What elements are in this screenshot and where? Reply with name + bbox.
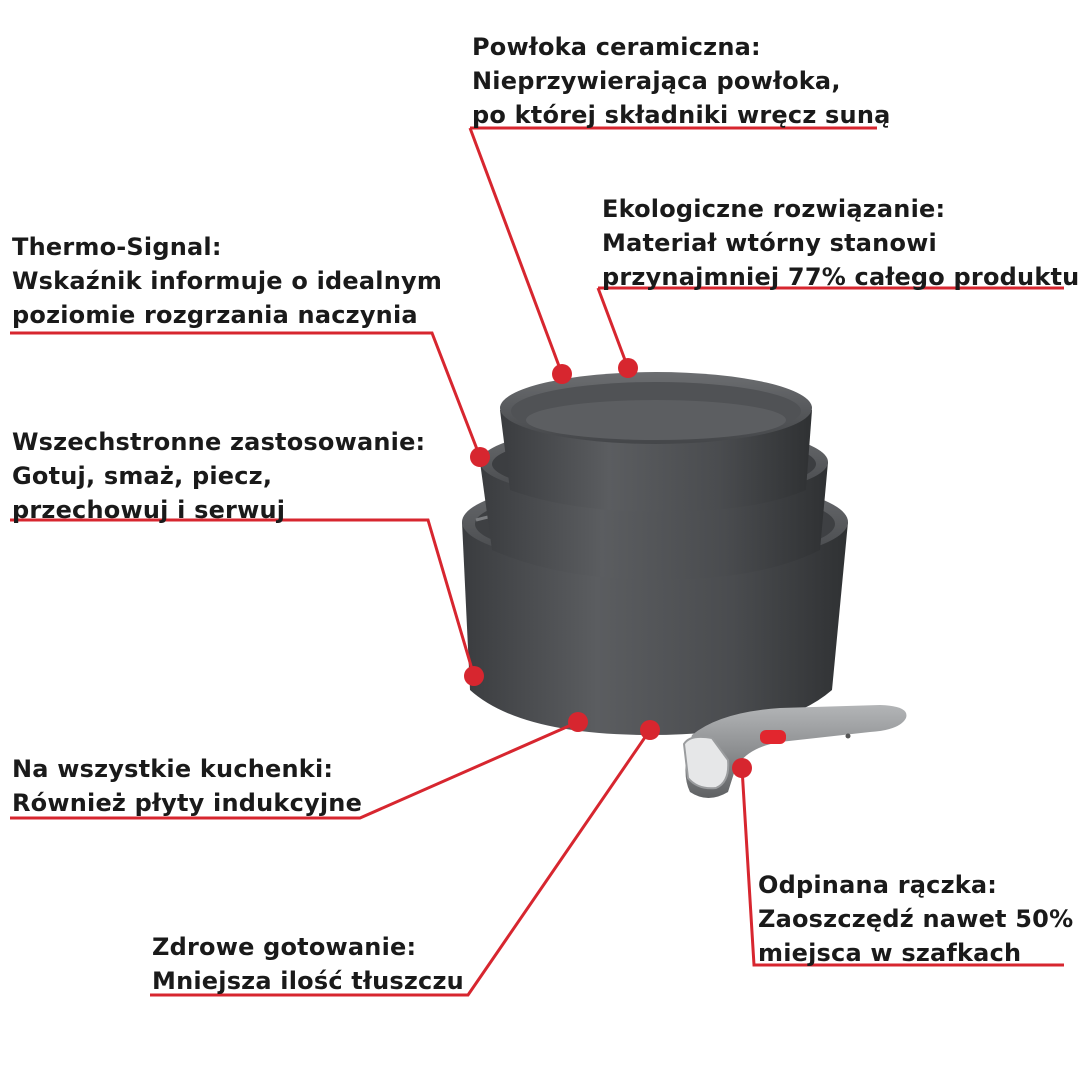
callout-eco-solution: Ekologiczne rozwiązanie: Materiał wtórny… bbox=[602, 192, 1079, 294]
callout-line: poziomie rozgrzania naczynia bbox=[12, 301, 418, 329]
callout-line: przechowuj i serwuj bbox=[12, 496, 286, 524]
callout-line: przynajmniej 77% całego produktu bbox=[602, 263, 1080, 291]
leader-lines bbox=[10, 126, 1064, 997]
callout-line: Mniejsza ilość tłuszczu bbox=[152, 967, 464, 995]
callout-title: Zdrowe gotowanie: bbox=[152, 933, 417, 961]
callout-line: Zaoszczędź nawet 50% bbox=[758, 905, 1074, 933]
callout-title: Thermo-Signal: bbox=[12, 233, 222, 261]
callout-ceramic-coating: Powłoka ceramiczna: Nieprzywierająca pow… bbox=[472, 30, 891, 132]
callout-line: Nieprzywierająca powłoka, bbox=[472, 67, 841, 95]
callout-line: Wskaźnik informuje o idealnym bbox=[12, 267, 443, 295]
callout-detachable-handle: Odpinana rączka: Zaoszczędź nawet 50% mi… bbox=[758, 868, 1073, 970]
callout-line: po której składniki wręcz suną bbox=[472, 101, 891, 129]
callout-line: miejsca w szafkach bbox=[758, 939, 1022, 967]
callout-thermo-signal: Thermo-Signal: Wskaźnik informuje o idea… bbox=[12, 230, 442, 332]
callout-versatile-use: Wszechstronne zastosowanie: Gotuj, smaż,… bbox=[12, 425, 425, 527]
callout-title: Odpinana rączka: bbox=[758, 871, 998, 899]
thermo-signal-indicator bbox=[760, 730, 786, 744]
leader-dots bbox=[464, 358, 752, 778]
callout-line: Materiał wtórny stanowi bbox=[602, 229, 937, 257]
small-saucepan bbox=[500, 372, 812, 512]
callout-line: Gotuj, smaż, piecz, bbox=[12, 462, 273, 490]
callout-title: Wszechstronne zastosowanie: bbox=[12, 428, 426, 456]
callout-line: Również płyty indukcyjne bbox=[12, 789, 363, 817]
callout-title: Na wszystkie kuchenki: bbox=[12, 755, 334, 783]
callout-title: Powłoka ceramiczna: bbox=[472, 33, 761, 61]
detachable-handle bbox=[682, 705, 907, 798]
callout-all-hobs: Na wszystkie kuchenki: Również płyty ind… bbox=[12, 752, 362, 820]
callout-title: Ekologiczne rozwiązanie: bbox=[602, 195, 946, 223]
callout-healthy-cooking: Zdrowe gotowanie: Mniejsza ilość tłuszcz… bbox=[152, 930, 464, 998]
